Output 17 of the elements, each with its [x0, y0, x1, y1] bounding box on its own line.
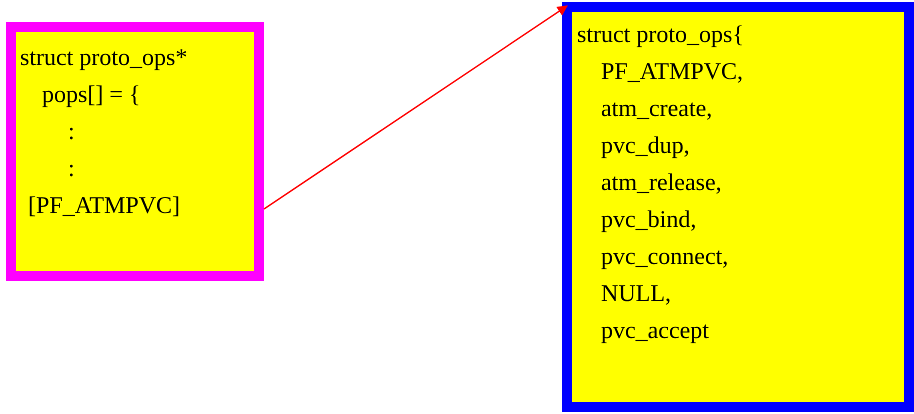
- code-box: [562, 2, 914, 412]
- code-line: pops[] = {: [42, 81, 140, 110]
- code-box: [6, 22, 264, 281]
- code-line: atm_create,: [601, 95, 712, 124]
- code-line: :: [68, 155, 75, 184]
- code-line: pvc_bind,: [601, 206, 696, 235]
- code-line: struct proto_ops{: [577, 21, 744, 50]
- code-line: pvc_connect,: [601, 243, 728, 272]
- code-line: PF_ATMPVC,: [601, 58, 744, 87]
- code-line: struct proto_ops*: [20, 44, 188, 73]
- code-line: [PF_ATMPVC]: [28, 192, 180, 221]
- code-line: NULL,: [601, 280, 671, 309]
- arrow: [264, 5, 568, 210]
- code-line: pvc_dup,: [601, 132, 690, 161]
- code-line: atm_release,: [601, 169, 722, 198]
- code-line: pvc_accept: [601, 317, 709, 346]
- code-line: :: [68, 118, 75, 147]
